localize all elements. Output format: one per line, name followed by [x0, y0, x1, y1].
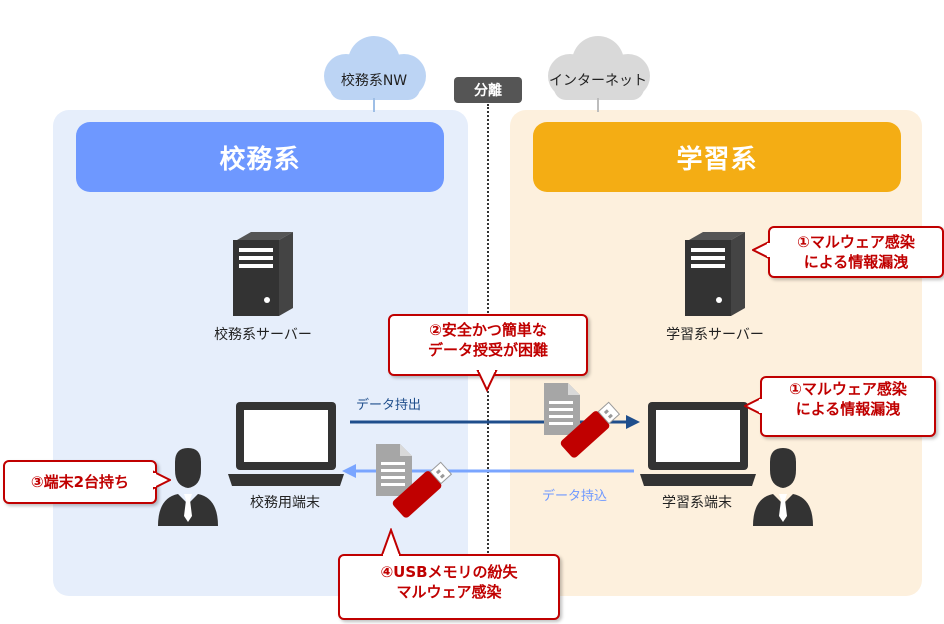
separation-badge: 分離 — [454, 77, 522, 103]
teacher-icon-left — [158, 448, 218, 526]
school-server-label: 校務系サーバー — [214, 327, 312, 343]
left-cloud-label: 校務系NW — [340, 73, 408, 89]
usb-risk-line1: ④USBメモリの紛失 — [380, 563, 518, 581]
right-cloud-icon — [548, 36, 650, 100]
usb-risk-line2: マルウェア感染 — [396, 583, 502, 601]
left-cloud-icon — [324, 36, 426, 100]
usb-memory-icon-right — [560, 401, 621, 458]
school-terminal-label: 校務用端末 — [250, 495, 320, 511]
server-risk-line2: による情報漏洩 — [803, 253, 909, 271]
two-devices-text: ③端末2台持ち — [30, 473, 130, 491]
transfer-line2: データ授受が困難 — [427, 341, 548, 359]
document-icon-right — [544, 383, 580, 435]
transfer-difficulty-callout: ②安全かつ簡単な データ授受が困難 — [388, 314, 588, 376]
learning-terminal-label: 学習系端末 — [662, 495, 732, 511]
left-zone-title: 校務系 — [76, 122, 444, 192]
teacher-icon-right — [753, 448, 813, 526]
terminal-risk-line2: による情報漏洩 — [795, 400, 901, 418]
document-icon-left — [376, 444, 412, 496]
right-cloud-connector — [597, 98, 599, 112]
import-label: データ持込 — [542, 489, 608, 504]
right-cloud-label: インターネット — [549, 73, 647, 89]
right-zone-title: 学習系 — [533, 122, 901, 192]
learning-server-label: 学習系サーバー — [666, 327, 764, 343]
terminal-risk-callout: ①マルウェア感染 による情報漏洩 — [760, 376, 936, 437]
usb-memory-icon-left — [392, 461, 453, 518]
school-server-icon — [233, 232, 293, 316]
two-devices-pointer — [153, 470, 171, 490]
terminal-risk-pointer — [744, 396, 762, 416]
left-cloud-connector — [373, 98, 375, 112]
usb-risk-callout: ④USBメモリの紛失 マルウェア感染 — [338, 554, 560, 620]
school-laptop-icon — [228, 402, 344, 486]
server-risk-line1: ①マルウェア感染 — [797, 233, 915, 251]
server-risk-callout: ①マルウェア感染 による情報漏洩 — [768, 226, 944, 278]
learning-server-icon — [685, 232, 745, 316]
terminal-risk-line1: ①マルウェア感染 — [789, 380, 907, 398]
transfer-pointer — [476, 370, 498, 392]
server-risk-pointer — [752, 240, 770, 260]
usb-risk-pointer — [380, 528, 402, 556]
learning-laptop-icon — [640, 402, 756, 486]
export-label: データ持出 — [356, 398, 422, 413]
transfer-line1: ②安全かつ簡単な — [429, 321, 547, 339]
two-devices-callout: ③端末2台持ち — [3, 460, 157, 504]
